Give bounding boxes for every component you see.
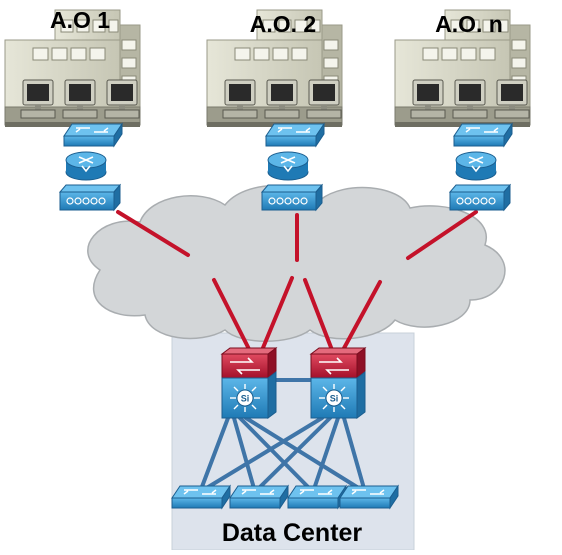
office-2-label: A.O. 2 [250,11,316,37]
office-1-label: A.O 1 [50,7,110,33]
office-2-router [267,151,309,181]
computer-icon [264,79,300,119]
office-2-wan-device [261,184,323,211]
office-1-wan-device [59,184,121,211]
computer-icon [452,79,488,119]
computer-icon [494,79,530,119]
office-n-label: A.O. n [435,11,503,37]
wan-cloud [87,184,506,342]
wan-links [116,210,478,357]
data-center-panel [171,332,415,551]
dc-lan-links [198,378,367,494]
office-1-router [65,151,107,181]
computer-icon [104,79,140,119]
dc-access-switch-2 [229,485,289,509]
computer-icon [306,79,342,119]
office-2-switch [265,123,325,147]
dc-access-switch-4 [339,485,399,509]
data-center-label: Data Center [222,519,363,547]
office-n-router [455,151,497,181]
core-switch-left [221,347,277,419]
dc-access-switch-1 [171,485,231,509]
core-switch-right [310,347,366,419]
office-1-switch [63,123,123,147]
dc-access-switch-3 [287,485,347,509]
computer-icon [222,79,258,119]
computer-icon [20,79,56,119]
office-n-switch [453,123,513,147]
computer-icon [410,79,446,119]
computer-icon [62,79,98,119]
office-n-wan-device [449,184,511,211]
